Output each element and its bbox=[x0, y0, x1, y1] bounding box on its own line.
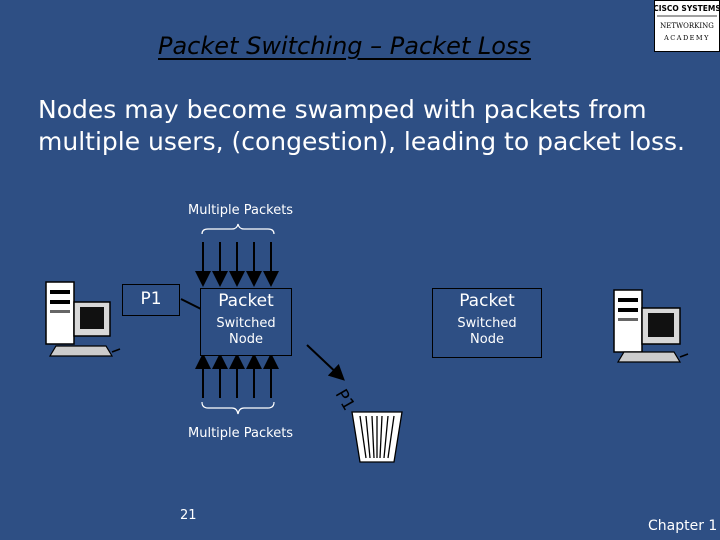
bottom-brace bbox=[201, 401, 275, 415]
left-node-subtitle-2: Node bbox=[229, 332, 263, 347]
cisco-networking-academy-logo: CISCO SYSTEMS NETWORKING ACADEMY bbox=[653, 0, 720, 52]
right-node-title: Packet bbox=[459, 291, 515, 311]
chapter-footer: Chapter 1 bbox=[648, 518, 718, 534]
drop-arrow bbox=[306, 344, 345, 381]
right-computer-icon bbox=[613, 289, 689, 363]
right-node-subtitle-1: Switched bbox=[457, 316, 517, 331]
left-computer-icon bbox=[45, 281, 121, 357]
slide-body-text: Nodes may become swamped with packets fr… bbox=[38, 95, 685, 156]
left-packet-switched-node: Packet Switched Node bbox=[200, 288, 292, 356]
left-node-title: Packet bbox=[218, 291, 274, 311]
svg-text:NETWORKING: NETWORKING bbox=[660, 22, 714, 30]
right-packet-switched-node: Packet Switched Node bbox=[432, 288, 542, 358]
incoming-packets-top bbox=[195, 242, 279, 287]
left-node-subtitle-1: Switched bbox=[216, 316, 276, 331]
svg-text:ACADEMY: ACADEMY bbox=[663, 34, 710, 42]
svg-text:CISCO SYSTEMS: CISCO SYSTEMS bbox=[655, 4, 719, 13]
top-brace bbox=[201, 223, 275, 235]
packet-p1: P1 bbox=[122, 284, 180, 316]
top-multiple-packets-label: Multiple Packets bbox=[188, 203, 294, 218]
slide-title: Packet Switching – Packet Loss bbox=[158, 32, 531, 60]
trash-bin-icon bbox=[351, 411, 403, 463]
right-node-subtitle-2: Node bbox=[470, 332, 504, 347]
incoming-packets-bottom bbox=[195, 353, 279, 398]
page-number: 21 bbox=[180, 508, 197, 523]
bottom-multiple-packets-label: Multiple Packets bbox=[188, 426, 294, 441]
